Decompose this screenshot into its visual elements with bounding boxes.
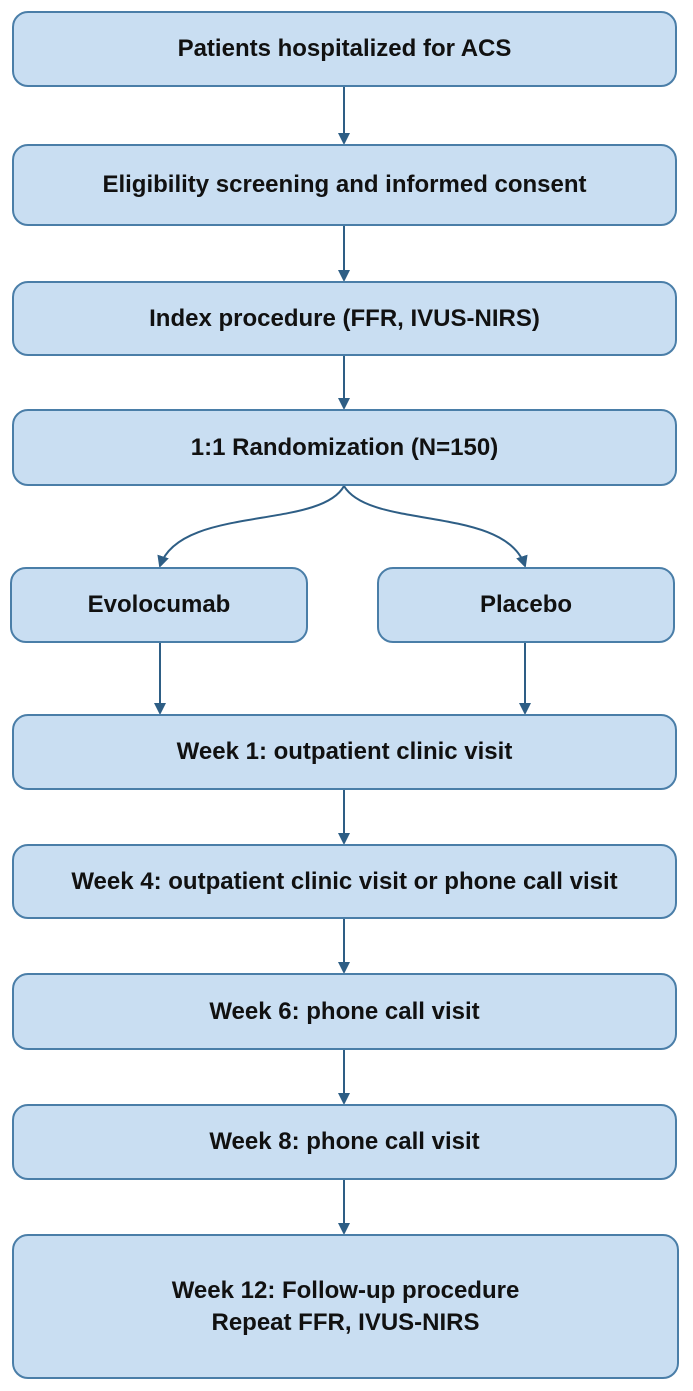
step-week6-visit: Week 6: phone call visit	[12, 973, 677, 1050]
step-week8-visit: Week 8: phone call visit	[12, 1104, 677, 1180]
step-index-procedure-label: Index procedure (FFR, IVUS-NIRS)	[149, 304, 540, 332]
step-week12-followup: Week 12: Follow-up procedure Repeat FFR,…	[12, 1234, 679, 1379]
step-index-procedure: Index procedure (FFR, IVUS-NIRS)	[12, 281, 677, 356]
arm-evolocumab-label: Evolocumab	[87, 591, 231, 619]
step-week1-visit: Week 1: outpatient clinic visit	[12, 714, 677, 790]
step-patients-hospitalized-label: Patients hospitalized for ACS	[177, 35, 512, 63]
arm-evolocumab: Evolocumab	[10, 567, 308, 643]
step-randomization: 1:1 Randomization (N=150)	[12, 409, 677, 486]
step-week12-line2: Repeat FFR, IVUS-NIRS	[211, 1308, 480, 1336]
step-week4-visit: Week 4: outpatient clinic visit or phone…	[12, 844, 677, 919]
arrow-randomization-to-placebo	[343, 485, 528, 568]
step-patients-hospitalized: Patients hospitalized for ACS	[12, 11, 677, 87]
step-week6-visit-label: Week 6: phone call visit	[209, 997, 480, 1025]
arm-placebo: Placebo	[377, 567, 675, 643]
step-eligibility-screening: Eligibility screening and informed conse…	[12, 144, 677, 226]
step-week12-line1: Week 12: Follow-up procedure	[171, 1277, 520, 1305]
arrow-randomization-to-evolocumab	[157, 485, 345, 568]
step-eligibility-screening-label: Eligibility screening and informed conse…	[102, 171, 587, 199]
arm-placebo-label: Placebo	[479, 591, 573, 619]
step-randomization-label: 1:1 Randomization (N=150)	[190, 433, 499, 461]
step-week4-visit-label: Week 4: outpatient clinic visit or phone…	[71, 867, 618, 895]
step-week1-visit-label: Week 1: outpatient clinic visit	[176, 738, 513, 766]
step-week8-visit-label: Week 8: phone call visit	[209, 1128, 480, 1156]
